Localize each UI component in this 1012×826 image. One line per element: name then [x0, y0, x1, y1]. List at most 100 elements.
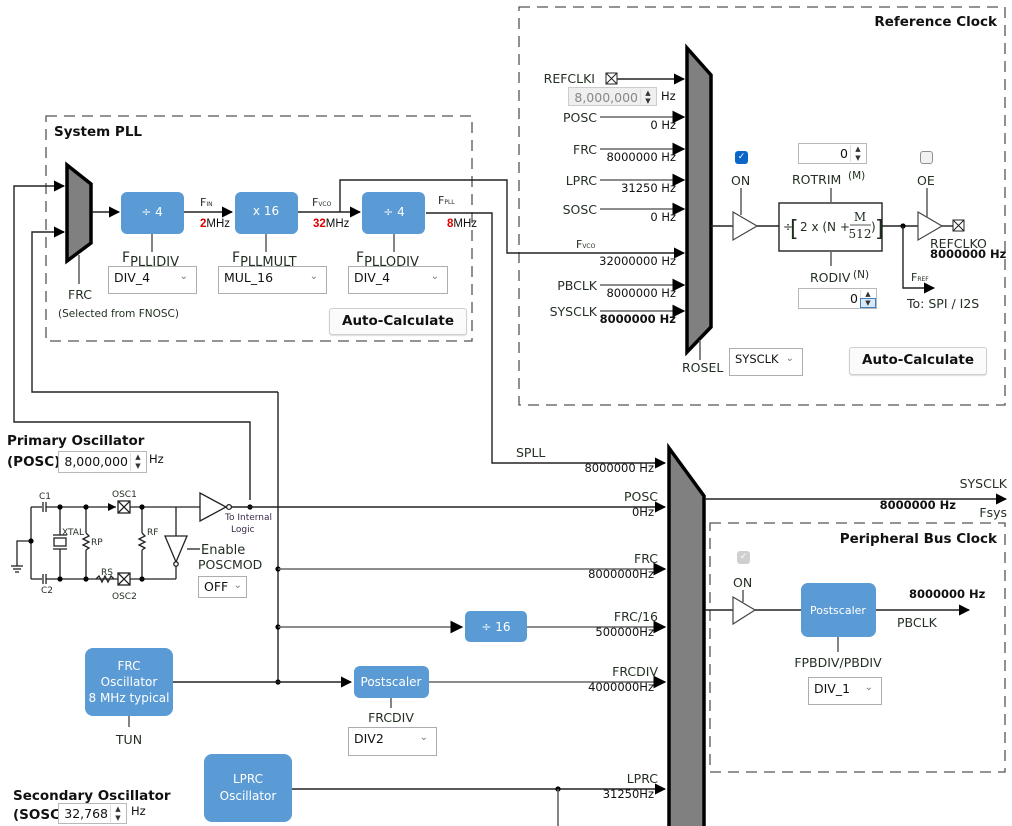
frcdiv-value: DIV2 — [354, 731, 384, 746]
lprc-oscillator-line2: Oscillator — [220, 789, 277, 803]
spin-up-icon[interactable]: ▲ — [135, 453, 141, 461]
rodiv-n-label: (N) — [853, 269, 869, 281]
chevron-down-icon: ⌄ — [179, 271, 188, 282]
refclk-input-frequency: 8000000 Hz — [600, 312, 677, 326]
frc-oscillator-line1: FRC — [117, 659, 140, 673]
refclki-unit: Hz — [661, 89, 676, 103]
formula-bracket-open: [ — [790, 217, 799, 242]
enable-label: Enable — [201, 543, 245, 558]
fin-value: 2MHz — [200, 218, 230, 230]
rotrim-spinner[interactable]: 0 ▲▼ — [798, 143, 867, 164]
spin-down-icon[interactable]: ▼ — [645, 96, 651, 105]
to-internal-logic-label: To Internal — [224, 513, 272, 523]
checkmark-icon: ✓ — [739, 552, 748, 562]
pb-on-buffer-icon — [732, 595, 757, 626]
refclk-input-label: FVCO — [576, 238, 596, 251]
lprc-oscillator-block — [204, 754, 292, 822]
spin-down-icon[interactable]: ▼ — [855, 153, 861, 162]
c2-label: C2 — [41, 586, 53, 596]
fref-label: FREF — [911, 271, 929, 284]
sysclk-input-frequency: 500000Hz — [595, 625, 654, 639]
rodiv-label: RODIV — [810, 270, 851, 285]
refclko-label: REFCLKO — [930, 236, 987, 251]
fsys-label: Fsys — [979, 505, 1007, 520]
frc-div16-block — [465, 611, 527, 642]
refclk-input-frequency: 31250 Hz — [621, 181, 676, 195]
rodiv-value: 0 — [850, 291, 858, 306]
to-internal-logic-label-2: Logic — [231, 525, 255, 535]
lprc-oscillator-line1: LPRC — [233, 772, 263, 786]
refclk-auto-calculate-button[interactable]: Auto-Calculate — [849, 347, 987, 375]
chevron-down-icon: ⌄ — [309, 271, 318, 282]
sysclk-input-label: FRCDIV — [612, 664, 658, 679]
rf-label: RF — [147, 528, 158, 538]
sosc-frequency-value: 32,768 — [64, 806, 108, 821]
posc-frequency-spinner[interactable]: 8,000,000 ▲▼ — [58, 451, 147, 473]
spin-down-icon[interactable]: ▼ — [115, 813, 121, 822]
system-pll-region — [45, 115, 473, 342]
pll-auto-calculate-button[interactable]: Auto-Calculate — [329, 308, 467, 335]
pll-mux-input-posc-wire — [13, 180, 251, 500]
rosel-label: ROSEL — [682, 360, 723, 375]
pll-idiv-block-label: ÷ 4 — [141, 205, 163, 219]
sysclk-input-frequency: 31250Hz — [603, 787, 654, 801]
refclko-frequency: 8000000 Hz — [930, 247, 1007, 261]
refclki-value: 8,000,000 — [574, 90, 638, 105]
spin-up-icon[interactable]: ▲ — [645, 89, 651, 97]
formula-text: 2 x (N + — [800, 220, 850, 234]
refclk-on-checkbox[interactable]: ✓ — [735, 151, 748, 164]
rotrim-m-label: (M) — [848, 170, 865, 182]
pllmult-dropdown[interactable]: MUL_16⌄ — [218, 266, 327, 294]
fpbdiv-label: FPBDIV/PBDIV — [794, 655, 882, 670]
refclk-oe-checkbox[interactable] — [920, 151, 933, 164]
refclk-input-label: POSC — [563, 110, 597, 125]
rs-label: RS — [101, 568, 113, 578]
rotrim-value: 0 — [840, 146, 848, 161]
sysclk-input-label: FRC/16 — [614, 609, 658, 624]
sysclk-output-frequency: 8000000 Hz — [880, 498, 957, 512]
frcdiv-label: FRCDIV — [368, 710, 414, 725]
spin-down-icon[interactable]: ▼ — [135, 462, 141, 470]
fpll-to-spll-wire — [426, 212, 667, 469]
peripheral-bus-clock-title: Peripheral Bus Clock — [840, 531, 998, 547]
frc-oscillator-line3: 8 MHz typical — [89, 691, 170, 705]
pll-input-mux — [65, 161, 93, 265]
spin-up-icon[interactable]: ▲ — [115, 805, 121, 813]
spin-down-icon[interactable]: ▼ — [860, 297, 876, 308]
poscmod-dropdown[interactable]: OFF⌄ — [198, 576, 247, 598]
spin-up-icon[interactable]: ▲ — [865, 290, 871, 298]
primary-oscillator-subtitle: (POSC) — [7, 454, 60, 470]
fin-label: FIN — [200, 196, 213, 209]
rotrim-label: ROTRIM — [792, 172, 841, 187]
posc-frequency-value: 8,000,000 — [64, 454, 128, 469]
formula-numerator: M — [854, 210, 866, 224]
frcdiv-dropdown[interactable]: DIV2⌄ — [348, 727, 437, 756]
pb-on-checkbox[interactable]: ✓ — [737, 551, 750, 564]
reference-clock-title: Reference Clock — [874, 14, 998, 30]
refclk-on-label: ON — [731, 173, 750, 188]
sysclk-output-label: SYSCLK — [960, 476, 1008, 491]
pbdiv-dropdown[interactable]: DIV_1 ⌄ — [808, 677, 882, 705]
rosel-dropdown[interactable]: SYSCLK⌄ — [729, 348, 803, 376]
sysclk-input-label: POSC — [624, 489, 658, 504]
peripheral-bus-clock-region — [709, 522, 1006, 773]
c1-label: C1 — [39, 492, 51, 502]
chevron-down-icon: ⌄ — [864, 682, 873, 693]
pllidiv-dropdown[interactable]: DIV_4⌄ — [108, 266, 197, 294]
sysclk-input-label: SPLL — [516, 445, 545, 460]
pll-idiv-block — [121, 192, 184, 234]
refclk-on-buffer-icon — [732, 210, 759, 242]
spin-up-icon[interactable]: ▲ — [855, 145, 861, 153]
sosc-frequency-spinner[interactable]: 32,768 ▲▼ — [58, 803, 127, 824]
fpll-label: FPLL — [438, 194, 455, 207]
pll-mux-input-frc-wire — [31, 226, 278, 393]
system-pll-title: System PLL — [54, 124, 142, 140]
pbdiv-value: DIV_1 — [814, 681, 851, 696]
rodiv-spinner[interactable]: 0 ▲▼ — [798, 288, 877, 309]
refclk-oe-buffer-icon — [917, 210, 944, 242]
pllodiv-dropdown[interactable]: DIV_4⌄ — [348, 266, 448, 294]
refclki-frequency-spinner[interactable]: 8,000,000 ▲▼ — [568, 87, 657, 106]
